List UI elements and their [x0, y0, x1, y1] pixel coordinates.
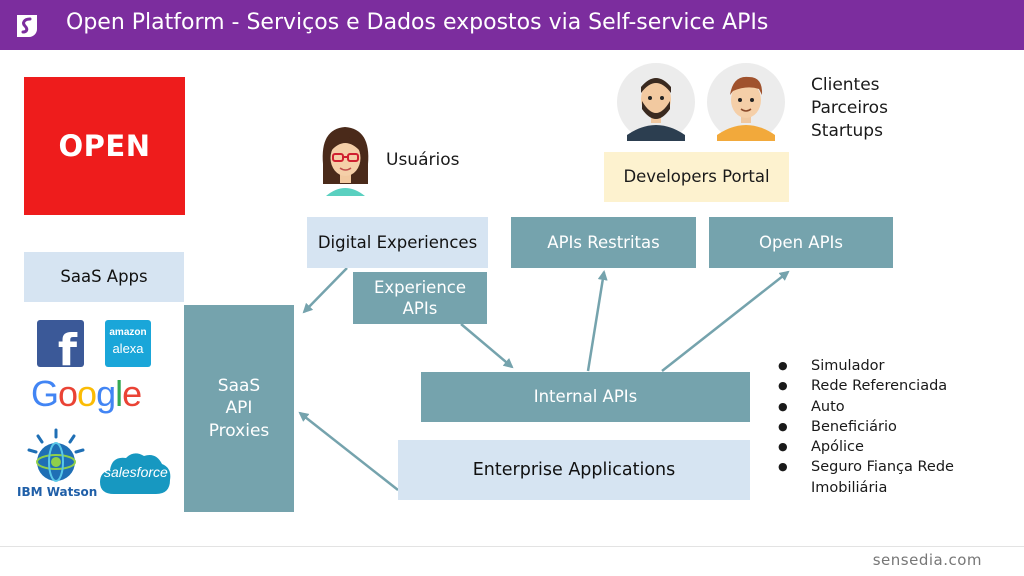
developers-portal-box[interactable]: Developers Portal: [604, 152, 789, 202]
label-parceiros: Parceiros: [811, 98, 888, 118]
saas-proxies-line1: SaaS: [217, 376, 261, 397]
amazon-text: amazon: [109, 327, 147, 338]
enterprise-applications-box[interactable]: Enterprise Applications: [398, 440, 750, 500]
footer-divider: [0, 546, 1024, 547]
ibm-watson-label: IBM Watson: [17, 485, 98, 499]
digital-experiences-box[interactable]: Digital Experiences: [307, 217, 488, 268]
saas-proxies-line2: API: [225, 398, 253, 419]
internal-apis-box[interactable]: Internal APIs: [421, 372, 750, 422]
google-logo: Google: [31, 373, 142, 414]
internal-apis-list: Simulador Rede Referenciada Auto Benefic…: [776, 356, 961, 498]
experience-apis-line1: Experience: [373, 277, 466, 297]
header-bar: Open Platform - Serviços e Dados exposto…: [0, 0, 1024, 50]
footer-brand: sensedia.com: [872, 551, 982, 569]
developer-avatar-2-icon: [707, 63, 785, 141]
developer-avatar-1-icon: [617, 63, 695, 141]
open-logo: OPEN: [24, 77, 185, 215]
label-usuarios: Usuários: [386, 150, 460, 170]
experience-apis-line2: APIs: [402, 299, 438, 318]
arrow-enterprise-to-proxies: [298, 411, 399, 491]
list-item: Beneficiário: [776, 417, 961, 438]
list-item: Auto: [776, 397, 961, 418]
experience-apis-box[interactable]: Experience APIs: [353, 272, 487, 324]
sensedia-logo-icon: [17, 15, 37, 37]
label-startups: Startups: [811, 121, 883, 141]
arrow-internal-to-restritas: [586, 270, 608, 372]
alexa-text: alexa: [112, 341, 144, 356]
list-item: Simulador: [776, 356, 961, 377]
arrow-internal-to-openapis: [661, 270, 790, 372]
amazon-alexa-icon: amazon alexa: [105, 320, 151, 367]
label-clientes: Clientes: [811, 75, 880, 95]
open-apis-box[interactable]: Open APIs: [709, 217, 893, 268]
salesforce-icon: [100, 453, 171, 494]
saas-api-proxies-box[interactable]: SaaS API Proxies: [184, 305, 294, 512]
user-avatar-icon: [322, 127, 369, 196]
page-title: Open Platform - Serviços e Dados exposto…: [66, 10, 769, 35]
ibm-watson-icon: [27, 428, 85, 482]
saas-proxies-line3: Proxies: [208, 420, 270, 441]
list-item: Seguro Fiança Rede Imobiliária: [776, 457, 961, 498]
list-item: Apólice: [776, 437, 961, 458]
list-item: Rede Referenciada: [776, 376, 961, 397]
saas-apps-box[interactable]: SaaS Apps: [24, 252, 184, 302]
facebook-letter: f: [57, 325, 77, 368]
salesforce-label: salesforce: [104, 464, 168, 480]
arrow-digital-to-proxies: [302, 267, 348, 314]
facebook-icon: f: [37, 320, 84, 367]
arrow-experience-to-internal: [460, 323, 514, 369]
apis-restritas-box[interactable]: APIs Restritas: [511, 217, 696, 268]
